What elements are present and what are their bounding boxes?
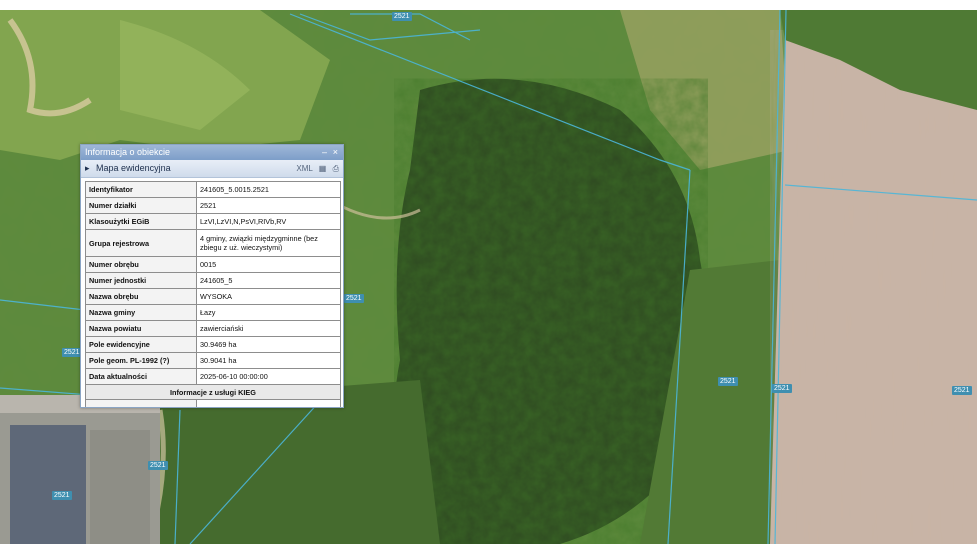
parcel-number-label: 2521: [62, 348, 82, 357]
attribute-value: 2025-06-10 00:00:00: [196, 368, 341, 385]
attribute-name: Pole pow. w ewidencji: [85, 399, 197, 407]
attribute-value: 30.9469 ha: [196, 336, 341, 353]
panel-titlebar[interactable]: Informacja o obiekcie – ×: [81, 145, 343, 160]
attribute-name: Data aktualności: [85, 368, 197, 385]
attribute-name: Identyfikator: [85, 181, 197, 198]
parcel-number-label: 2521: [392, 12, 412, 21]
attribute-name: Pole ewidencyjne: [85, 336, 197, 353]
parcel-number-label: 2521: [772, 384, 792, 393]
attribute-value: 30.9041 ha: [196, 352, 341, 369]
parcel-number-label: 2521: [344, 294, 364, 303]
section-tools: XML ▦ ⎙: [296, 160, 339, 177]
attribute-value: 2521: [196, 197, 341, 214]
parcel-number-label: 2521: [52, 491, 72, 500]
attribute-name: Nazwa gminy: [85, 304, 197, 321]
attribute-name: Grupa rejestrowa: [85, 229, 197, 257]
close-icon[interactable]: ×: [332, 147, 338, 157]
attribute-value: WYSOKA: [196, 288, 341, 305]
attribute-name: Numer jednostki: [85, 272, 197, 289]
attribute-value: Łazy: [196, 304, 341, 321]
attribute-value: 4 gminy, związki międzygminne (bez zbieg…: [196, 229, 341, 257]
attribute-value: zawierciański: [196, 320, 341, 337]
parcel-number-label: 2521: [718, 377, 738, 386]
attribute-value: 241605_5.0015.2521: [196, 181, 341, 198]
section-header[interactable]: ▸ Mapa ewidencyjna XML ▦ ⎙: [81, 160, 343, 178]
section-title: Mapa ewidencyjna: [96, 163, 171, 173]
kieg-section-header: Informacje z usługi KIEG: [85, 384, 341, 400]
attribute-name: Nazwa powiatu: [85, 320, 197, 337]
table-row: Pole pow. w ewidencji30.9469: [85, 399, 341, 407]
table-row: Informacje z usługi KIEG: [85, 384, 341, 400]
attribute-value: 241605_5: [196, 272, 341, 289]
parcel-number-label: 2521: [952, 386, 972, 395]
expand-arrow-icon[interactable]: ▸: [85, 163, 90, 173]
table-icon[interactable]: ▦: [318, 164, 327, 173]
print-icon[interactable]: ⎙: [332, 164, 339, 173]
attribute-name: Nazwa obrębu: [85, 288, 197, 305]
attribute-value: LzVI,LzVI,N,PsVI,RIVb,RV: [196, 213, 341, 230]
attribute-name: Numer działki: [85, 197, 197, 214]
attribute-value: 30.9469: [196, 399, 341, 407]
attribute-name: Klasoużytki EGiB: [85, 213, 197, 230]
panel-title: Informacja o obiekcie: [85, 147, 171, 157]
xml-export-icon[interactable]: XML: [296, 164, 313, 173]
attribute-value: 0015: [196, 256, 341, 273]
object-info-panel: Informacja o obiekcie – × ▸ Mapa ewidenc…: [80, 144, 344, 408]
table-row: Pole geom. PL-1992 (?)30.9041 ha: [85, 352, 341, 369]
attribute-name: Numer obrębu: [85, 256, 197, 273]
minimize-icon[interactable]: –: [321, 147, 327, 157]
attribute-name: Pole geom. PL-1992 (?): [85, 352, 197, 369]
parcel-number-label: 2521: [148, 461, 168, 470]
